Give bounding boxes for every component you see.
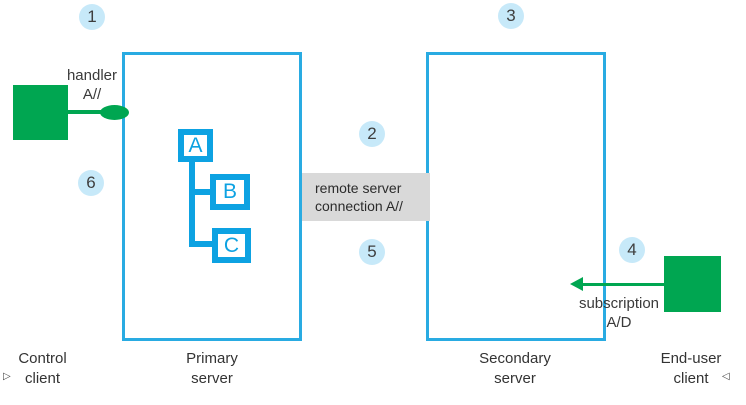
step-5-badge: 5 [359,239,385,265]
subscription-label-line2: A/D [606,314,632,331]
object-node-c: C [212,228,251,263]
step-1-badge: 1 [79,4,105,30]
end-user-client-box [664,256,721,312]
tree-branch-c [195,241,212,247]
subscription-label-line1: subscription [578,295,660,312]
handler-endpoint-ellipse [100,105,129,120]
primary-server-caption-line1: Primary [186,350,238,367]
control-client-caption: Control client [0,349,85,389]
primary-server-caption-line2: server [191,370,233,387]
primary-server-caption: Primary server [162,349,262,389]
control-client-caption-line1: Control [18,350,67,367]
subscription-label: subscription A/D [572,294,666,332]
triangle-right-icon: ▷ [3,371,11,382]
secondary-server-caption-line2: server [494,370,536,387]
step-3-badge: 3 [498,3,524,29]
subscription-arrowhead [570,277,583,291]
remote-connection-line1: remote server [315,180,402,196]
end-user-client-caption-line1: End-user [660,350,722,367]
end-user-client-caption-line2: client [673,370,709,387]
tree-branch-b [195,189,210,195]
handler-label-line1: handler [66,67,118,84]
subscription-arrow-line [579,283,664,286]
handler-label-line2: A// [82,86,102,103]
object-node-b: B [210,174,250,210]
secondary-server-caption-line1: Secondary [479,350,551,367]
control-client-box [13,85,68,140]
step-6-badge: 6 [78,170,104,196]
handler-label: handler A// [62,66,122,104]
step-4-badge: 4 [619,237,645,263]
secondary-server-box [426,52,606,341]
handler-connection-line [66,110,106,114]
remote-connection-line2: connection A// [315,198,403,214]
remote-connection-label: remote server connection A// [302,173,430,221]
end-user-client-caption: End-user client [641,349,741,389]
step-2-badge: 2 [359,121,385,147]
secondary-server-caption: Secondary server [465,349,565,389]
triangle-left-icon: ◁ [722,371,730,382]
tree-spine [189,160,195,247]
object-node-a: A [178,129,213,162]
control-client-caption-line2: client [24,370,61,387]
